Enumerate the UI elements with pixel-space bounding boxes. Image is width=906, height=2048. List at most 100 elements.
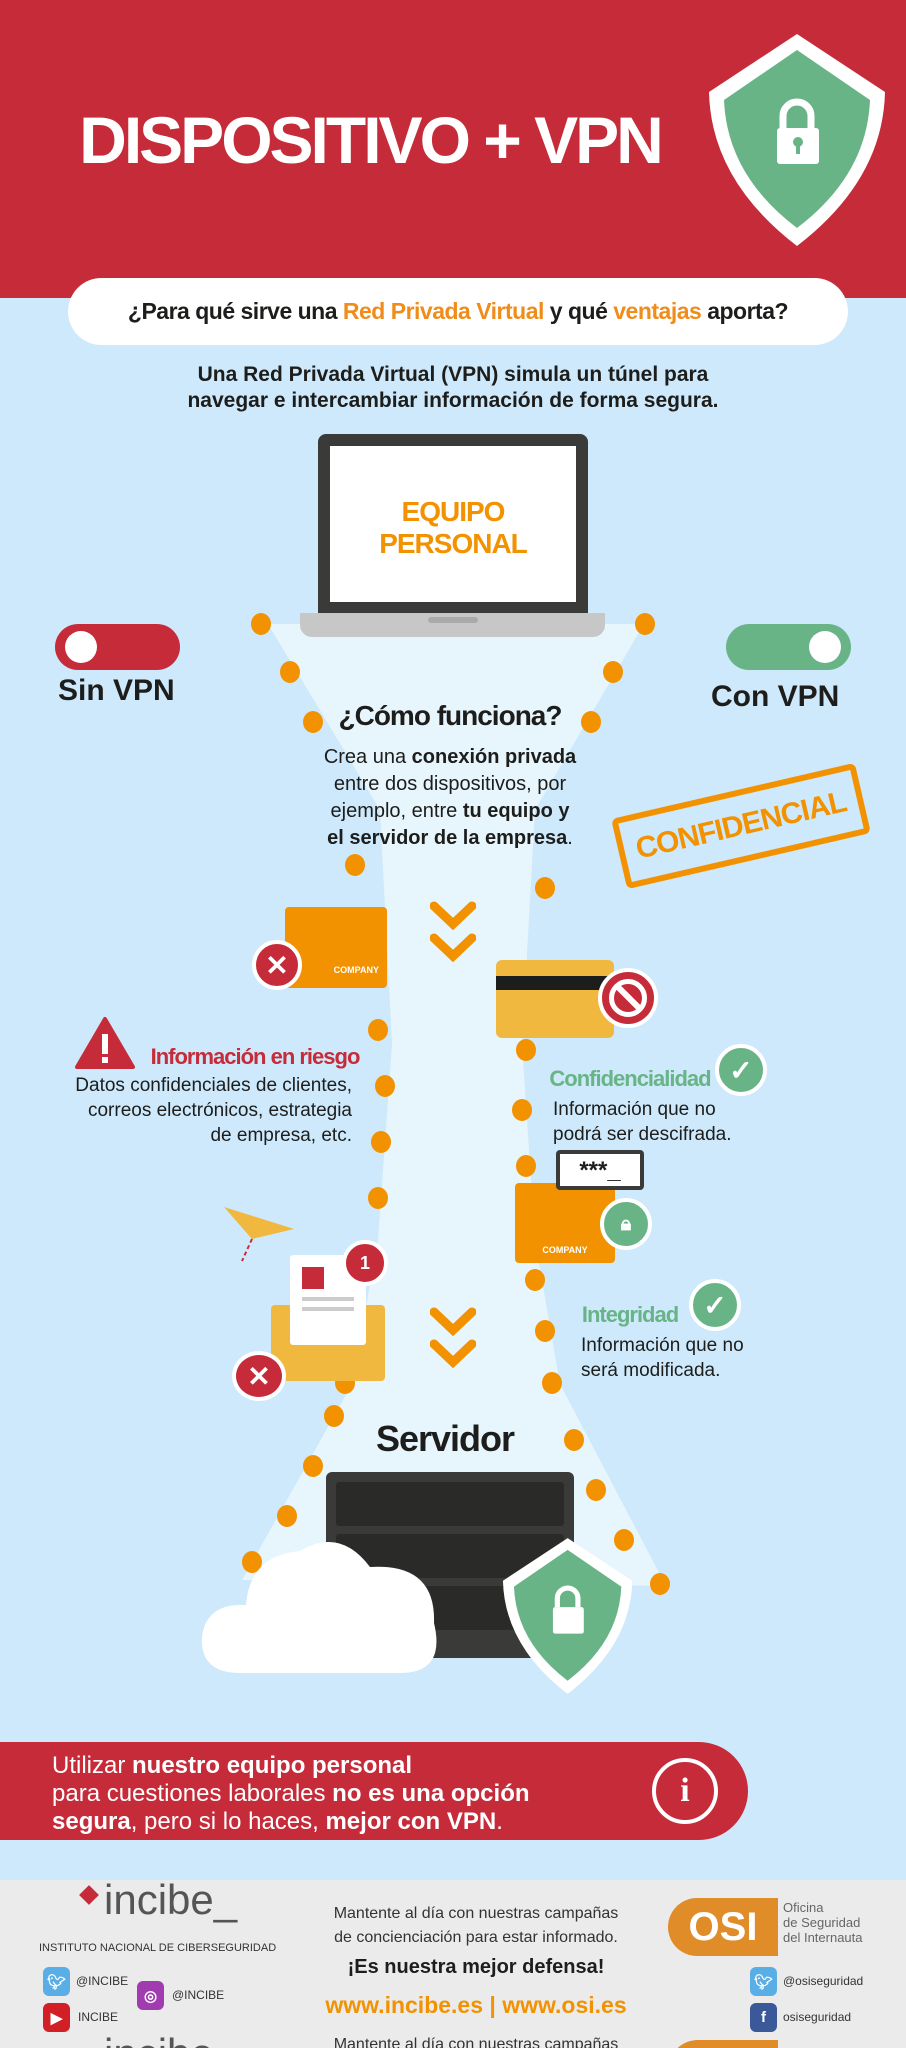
server-title-text: Servidor [375,1418,515,1459]
how-text: Crea una conexión privada entre dos disp… [280,744,620,852]
intro-line: Una Red Privada Virtual (VPN) simula un … [197,363,709,386]
shield-lock-icon [709,34,885,246]
warning-icon [75,1017,135,1069]
q-part: y qué [543,298,614,324]
q-highlight: Red Privada Virtual [342,298,545,324]
incibe-instagram-handle[interactable]: @INCIBE [172,1988,225,2002]
risk-line: correos electrónicos, estrategia [87,1100,352,1121]
notification-count: 1 [359,1252,370,1273]
footer: incibe_ INSTITUTO NACIONAL DE CIBERSEGUR… [0,1880,906,2048]
integrity-line: será modificada. [581,1360,721,1381]
facebook-icon[interactable]: f [750,2003,777,2032]
lock-circle-icon: 🔒︎ [600,1198,652,1250]
incibe-twitter-handle[interactable]: @INCIBE [76,1974,129,1988]
tunnel-dot [614,1529,634,1551]
banner-bold: mejor con VPN [325,1808,497,1835]
folder-icon: COMPANY [515,1183,615,1263]
tunnel-dot [345,854,365,876]
incibe-logo-repeat: incibe_ [104,2030,237,2048]
intro-text: Una Red Privada Virtual (VPN) simula un … [60,362,846,414]
tunnel-dot [277,1505,297,1527]
vpn-on-toggle[interactable] [726,624,851,670]
laptop-screen: EQUIPO PERSONAL [318,434,588,614]
youtube-icon[interactable]: ▶ [43,2003,70,2032]
how-bold: tu equipo y [462,800,570,822]
tunnel-dot [251,613,271,635]
risk-line: de empresa, etc. [210,1125,352,1146]
incibe-fullname: INSTITUTO NACIONAL DE CIBERSEGURIDAD [39,1942,277,1954]
page-title: DISPOSITIVO + VPN [30,100,710,180]
tunnel-dot [516,1039,536,1061]
how-bold: conexión privada [411,746,577,768]
blocked-icon [598,968,658,1028]
info-icon-glyph: i [680,1772,690,1809]
incibe-logo[interactable]: incibe_ [104,1880,237,1924]
conf-line: Información que no [553,1099,716,1120]
q-part: aporta? [701,298,789,324]
tunnel-dot [303,1455,323,1477]
twitter-icon[interactable]: 🐦︎ [750,1967,777,1996]
risk-title-text: Información en riesgo [150,1044,361,1069]
shield-lock-icon [502,1538,633,1694]
integrity-title-text: Integridad [581,1302,679,1327]
tunnel-dot [324,1405,344,1427]
conf-title-text: Confidencialidad [549,1066,711,1091]
banner-text: para cuestiones laborales [52,1780,333,1807]
how-bold: el servidor de la empresa [327,827,568,849]
server-title: Servidor [340,1418,550,1460]
how-line: ejemplo, entre [330,800,463,822]
tunnel-dot [603,661,623,683]
osi-facebook-handle[interactable]: osiseguridad [783,2010,852,2024]
laptop-line: EQUIPO [401,496,506,527]
osi-logo[interactable]: OSI [668,1898,778,1956]
osi-name-line: de Seguridad [783,1915,861,1930]
osi-name-line: del Internauta [783,1930,863,1945]
tunnel-dot [581,711,601,733]
instagram-icon[interactable]: ◎ [137,1981,164,2010]
incibe-youtube-handle[interactable]: INCIBE [78,2010,119,2024]
sin-vpn-label: Sin VPN [58,674,175,707]
paper-plane-icon [224,1207,294,1262]
banner-bold: nuestro equipo personal [132,1752,413,1779]
osi-logo-repeat [668,2040,778,2048]
x-circle-icon: ✕ [232,1351,286,1401]
how-line: Crea una [323,746,412,768]
risk-title: Información en riesgo [140,1044,370,1070]
twitter-icon[interactable]: 🐦︎ [43,1967,70,1996]
folder-label: COMPANY [333,965,379,975]
folder-label: COMPANY [542,1245,588,1255]
conf-line: podrá ser descifrada. [553,1124,732,1145]
risk-line: Datos confidenciales de clientes, [75,1075,352,1096]
footer-urls[interactable]: www.incibe.es | www.osi.es [325,1992,627,2018]
cloud-icon [201,1542,437,1673]
incibe-logo-text: incibe_ [104,1880,238,1923]
footer-msg-repeat: Mantente al día con nuestras campañas [333,2036,619,2048]
incibe-logo-mark [79,1885,99,1905]
osi-twitter-handle[interactable]: @osiseguridad [783,1974,864,1988]
banner-bold: no es una opción [332,1780,530,1807]
vpn-off-toggle[interactable] [55,624,180,670]
laptop-line: PERSONAL [379,528,528,559]
risk-text: Datos confidenciales de clientes, correos… [40,1073,352,1148]
intro-line: navegar e intercambiar información de fo… [187,389,719,412]
osi-name-line: Oficina [783,1900,824,1915]
tunnel-dot [512,1099,532,1121]
con-vpn-label: Con VPN [711,680,840,713]
how-line: . [567,827,573,849]
tunnel-dot [516,1155,536,1177]
tunnel-dot [303,711,323,733]
check-circle-icon: ✓ [689,1279,741,1331]
footer-msg-line: de concienciación para estar informado. [334,1929,618,1946]
tunnel-dot [371,1131,391,1153]
integrity-title: Integridad [570,1302,690,1328]
check-circle-icon: ✓ [715,1044,767,1096]
how-line: entre dos dispositivos, por [333,773,567,795]
tunnel-dot [375,1075,395,1097]
how-title: ¿Cómo funciona? [300,700,600,732]
password-field-icon: ***_ [556,1150,644,1190]
title-text: DISPOSITIVO + VPN [79,103,664,177]
tunnel-dot [542,1372,562,1394]
tunnel-dot [650,1573,670,1595]
